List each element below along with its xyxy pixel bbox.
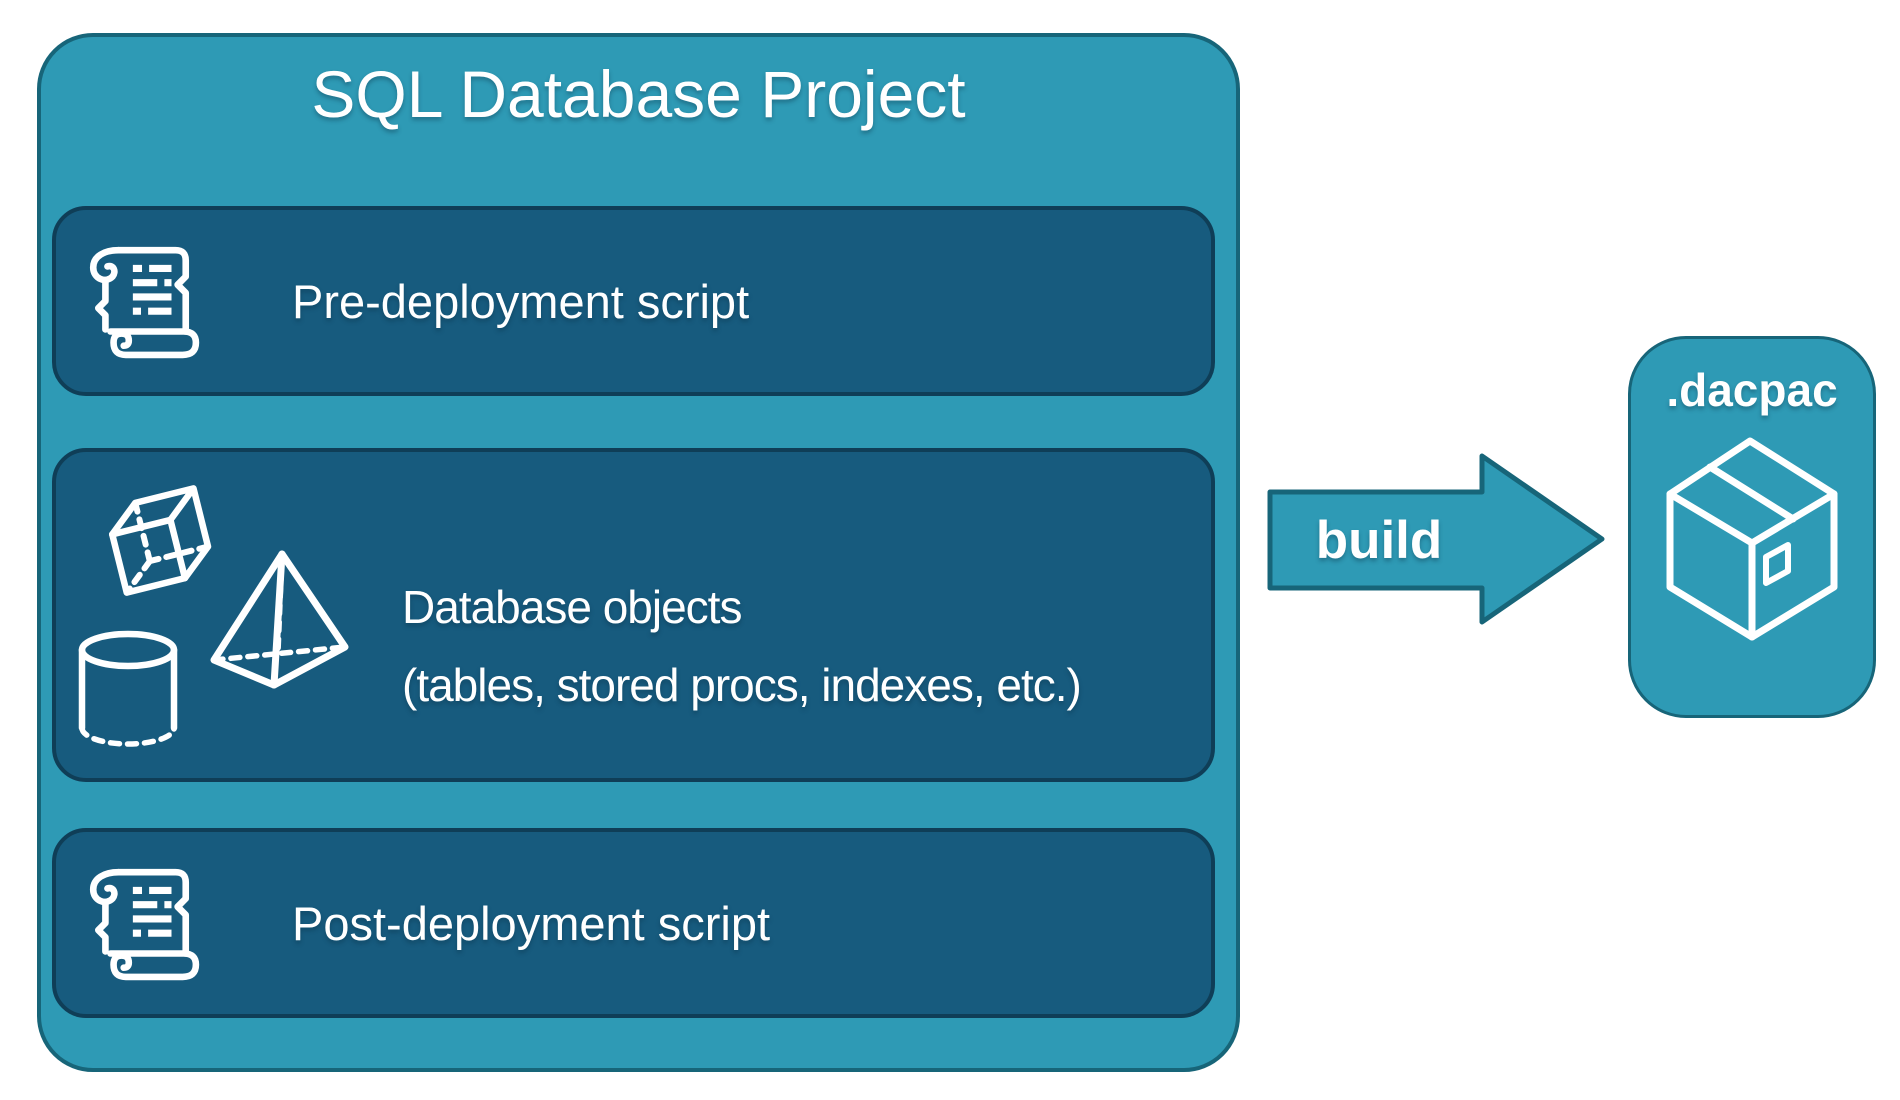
database-objects-label: Database objects (tables, stored procs, …: [402, 568, 1082, 724]
pyramid-icon: [210, 550, 349, 689]
build-label: build: [1315, 511, 1443, 570]
cube-icon: [108, 485, 212, 596]
database-objects-label-line1: Database objects: [402, 581, 742, 633]
build-arrow: [1267, 453, 1605, 625]
pre-deployment-label: Pre-deployment script: [292, 274, 750, 328]
cylinder-icon: [78, 630, 178, 747]
database-objects-label-line2: (tables, stored procs, indexes, etc.): [402, 659, 1082, 711]
post-deployment-label: Post-deployment script: [292, 896, 771, 950]
database-objects-row: Database objects (tables, stored procs, …: [52, 448, 1215, 782]
dacpac-label: .dacpac: [1666, 364, 1838, 416]
scroll-icon: [80, 862, 202, 984]
post-deployment-row: Post-deployment script: [52, 828, 1215, 1018]
database-objects-icon: [72, 464, 364, 768]
package-icon: [1662, 437, 1842, 642]
dacpac-box: .dacpac: [1628, 336, 1876, 718]
project-title: SQL Database Project: [311, 57, 966, 131]
pre-deployment-row: Pre-deployment script: [52, 206, 1215, 396]
scroll-icon: [80, 240, 202, 362]
